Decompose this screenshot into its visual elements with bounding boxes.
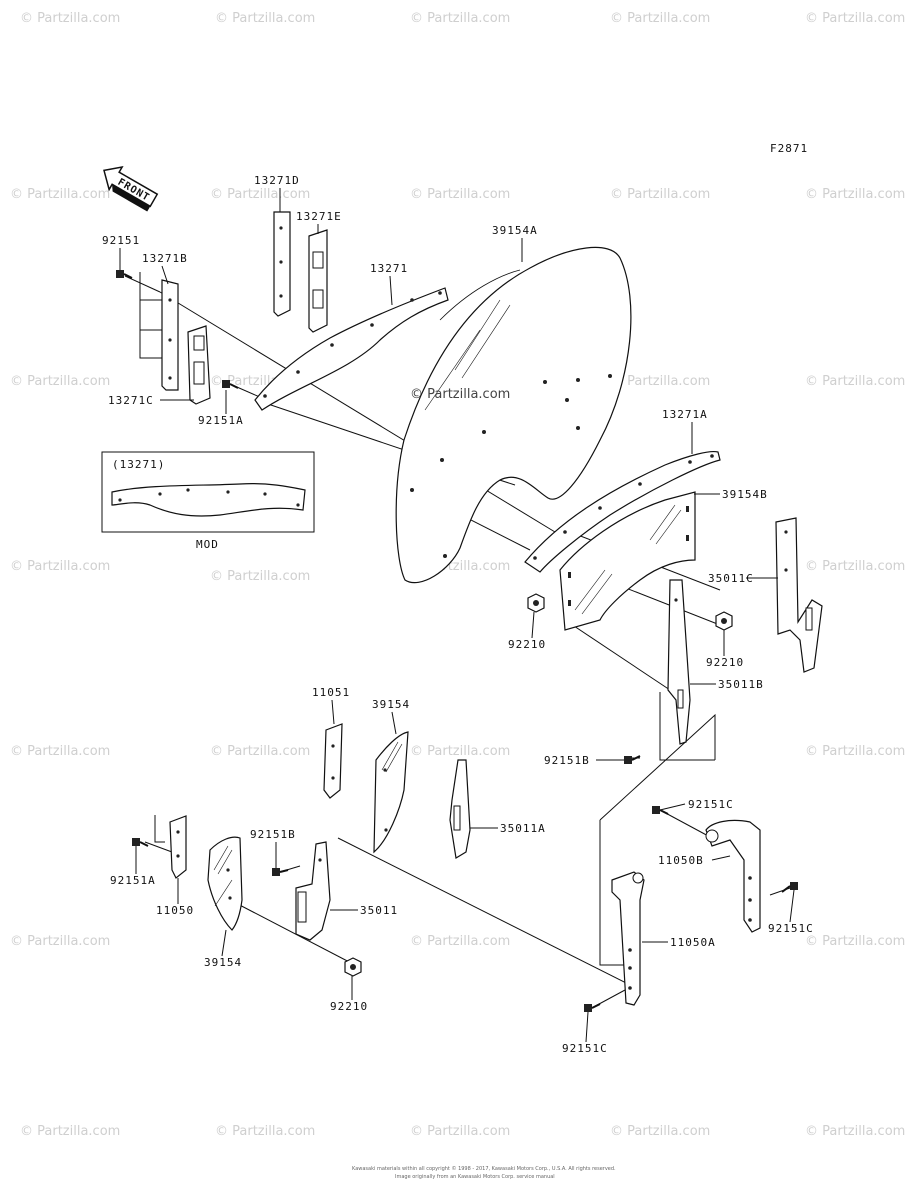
watermark: © Partzilla.com (805, 934, 905, 949)
watermark: © Partzilla.com (210, 569, 310, 584)
part-label: 35011A (500, 822, 546, 835)
part-label: 35011C (708, 572, 754, 585)
part-label: 13271E (296, 210, 342, 223)
strip-13271C (187, 325, 211, 405)
watermark: © Partzilla.com (210, 187, 310, 202)
watermark: © Partzilla.com (215, 11, 315, 26)
watermark-layer: © Partzilla.com © Partzilla.com © Partzi… (10, 11, 905, 1139)
watermark: © Partzilla.com (805, 374, 905, 389)
trim-13271A (524, 450, 721, 573)
watermark: © Partzilla.com (410, 187, 510, 202)
bracket-35011B (667, 579, 691, 745)
mod-box: (13271) MOD (101, 451, 315, 551)
watermark: © Partzilla.com (10, 559, 110, 574)
watermark: © Partzilla.com (10, 934, 110, 949)
part-label: 92151A (198, 414, 244, 427)
watermark: © Partzilla.com (805, 744, 905, 759)
center-watermark: © Partzilla.com (410, 387, 510, 402)
watermark: © Partzilla.com (610, 187, 710, 202)
trim-13271 (254, 287, 449, 411)
watermark: © Partzilla.com (10, 744, 110, 759)
part-label: 35011B (718, 678, 764, 691)
watermark: © Partzilla.com (805, 559, 905, 574)
part-labels: 13271D 13271E 92151 13271B 13271 39154A … (102, 174, 814, 1055)
glass-39154B (559, 491, 696, 631)
bolt-92151C-icon (652, 806, 669, 815)
mod-box-caption: MOD (196, 538, 219, 551)
bracket-11050B (705, 819, 761, 933)
part-label: 39154 (372, 698, 410, 711)
strip-13271E (308, 229, 328, 333)
part-label: 13271 (370, 262, 408, 275)
part-label: 92151C (562, 1042, 608, 1055)
footer-copyright: Kawasaki materials within all copyright … (352, 1165, 616, 1172)
part-label: 11051 (312, 686, 350, 699)
part-label: 11050B (658, 854, 704, 867)
figure-code: F2871 (770, 142, 808, 155)
part-label: 92151C (688, 798, 734, 811)
nut-92210-icon (527, 593, 545, 613)
windshield-39154A (395, 246, 632, 584)
part-label: 92151B (250, 828, 296, 841)
plate-11051 (323, 723, 343, 799)
part-label: 92151 (102, 234, 140, 247)
watermark: © Partzilla.com (20, 11, 120, 26)
watermark: © Partzilla.com (410, 934, 510, 949)
part-label: 92151B (544, 754, 590, 767)
part-label: 11050A (670, 936, 716, 949)
bracket-35011C (775, 517, 823, 673)
bolt-92151C-icon (584, 1003, 601, 1012)
watermark: © Partzilla.com (610, 11, 710, 26)
bracket-35011A (449, 759, 471, 859)
watermark: © Partzilla.com (805, 187, 905, 202)
glass-39154-left (207, 836, 243, 931)
bolt-92151C-icon (781, 882, 798, 893)
part-label: 35011 (360, 904, 398, 917)
watermark: © Partzilla.com (215, 1124, 315, 1139)
watermark: © Partzilla.com (805, 11, 905, 26)
nut-92210-icon (715, 611, 733, 631)
nut-92210-icon (344, 957, 362, 977)
watermark: © Partzilla.com (610, 374, 710, 389)
bracket-35011 (295, 841, 331, 941)
part-label: 92210 (330, 1000, 368, 1013)
mod-box-title: (13271) (112, 458, 165, 471)
part-label: 13271D (254, 174, 300, 187)
part-label: 13271C (108, 394, 154, 407)
part-label: 39154B (722, 488, 768, 501)
part-label: 92151A (110, 874, 156, 887)
part-label: 39154A (492, 224, 538, 237)
watermark: © Partzilla.com (20, 1124, 120, 1139)
bolt-92151A-icon (222, 380, 239, 389)
footer-source: Image originally from an Kawasaki Motors… (395, 1174, 555, 1180)
part-label: 39154 (204, 956, 242, 969)
watermark: © Partzilla.com (410, 744, 510, 759)
part-label: 92210 (706, 656, 744, 669)
part-label: 13271B (142, 252, 188, 265)
watermark: © Partzilla.com (805, 1124, 905, 1139)
part-label: 92210 (508, 638, 546, 651)
strip-13271D (273, 211, 291, 317)
bolt-92151A-icon (132, 838, 149, 847)
bolt-92151-icon (116, 270, 133, 279)
watermark: © Partzilla.com (410, 11, 510, 26)
plate-11050 (169, 815, 187, 879)
part-label: 13271A (662, 408, 708, 421)
watermark: © Partzilla.com (610, 1124, 710, 1139)
front-arrow-icon: FRONT (103, 165, 159, 212)
glass-39154-mid (373, 731, 409, 854)
bracket-11050A (611, 871, 645, 1006)
part-label: 11050 (156, 904, 194, 917)
watermark: © Partzilla.com (10, 187, 110, 202)
watermark: © Partzilla.com (410, 1124, 510, 1139)
part-label: 92151C (768, 922, 814, 935)
watermark: © Partzilla.com (210, 744, 310, 759)
strip-13271B (161, 279, 179, 391)
bolt-92151B-icon (624, 755, 641, 764)
watermark: © Partzilla.com (10, 374, 110, 389)
bolt-92151B-icon (272, 868, 289, 876)
